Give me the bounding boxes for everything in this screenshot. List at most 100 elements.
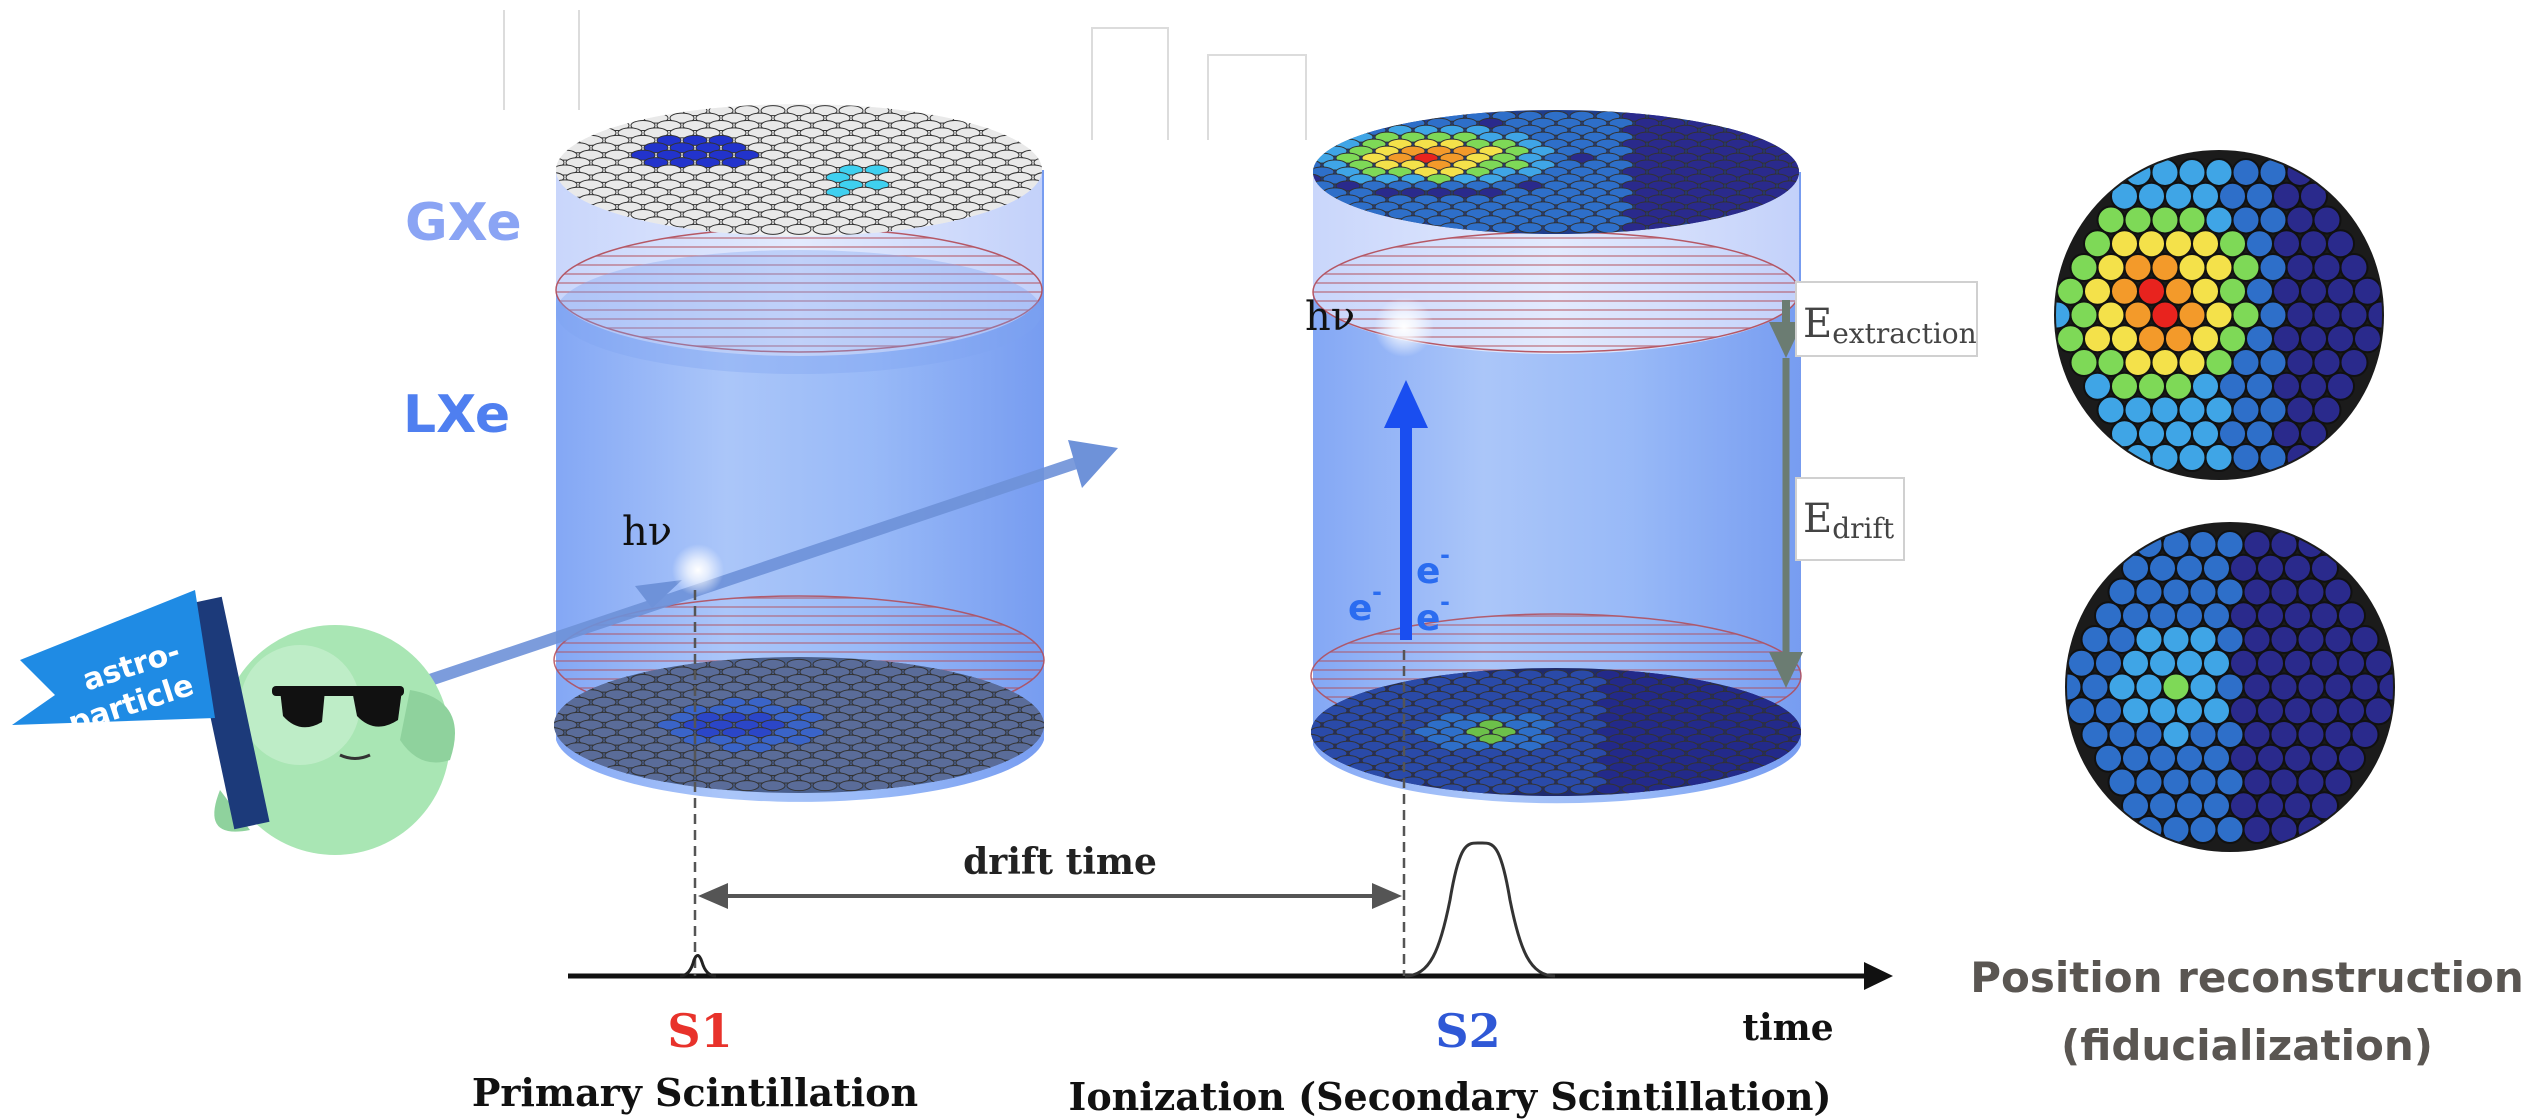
- pmt: [1556, 719, 1582, 731]
- pmt-hit: [2215, 529, 2245, 559]
- extraction-field-arrow: [1769, 300, 1803, 358]
- pmt: [1348, 747, 1374, 759]
- pmt-hit: [2310, 791, 2339, 821]
- pmt: [786, 689, 812, 701]
- pmt: [890, 179, 916, 191]
- pmt: [617, 186, 643, 198]
- pmt: [773, 727, 799, 739]
- pmt: [747, 772, 773, 784]
- pmt: [838, 134, 864, 146]
- pmt-hit: [2229, 696, 2258, 726]
- pmt: [1530, 690, 1556, 702]
- pmt: [1426, 676, 1452, 688]
- pmt-hit: [2258, 300, 2288, 330]
- pmt-hit: [2177, 252, 2207, 282]
- hitmap-s2-top-pmts: [2056, 157, 2382, 473]
- pmt: [1400, 719, 1426, 731]
- pmt: [864, 704, 890, 716]
- pmt: [630, 674, 656, 686]
- pmt: [554, 719, 578, 731]
- pmt: [851, 142, 877, 154]
- pmt: [643, 171, 669, 183]
- pmt: [1608, 776, 1634, 788]
- pmt: [1400, 705, 1426, 717]
- pmt: [1725, 740, 1751, 752]
- pmt: [1426, 733, 1452, 745]
- pmt-hit: [2218, 276, 2247, 306]
- pmt-hit: [2218, 229, 2247, 259]
- pmt: [669, 127, 695, 139]
- pmt-hit: [2094, 696, 2123, 726]
- pmt: [1621, 740, 1647, 752]
- pmt: [812, 194, 838, 206]
- pmt: [1725, 697, 1751, 709]
- pmt: [1647, 740, 1673, 752]
- pmt: [695, 727, 721, 739]
- pmt: [903, 666, 929, 678]
- pmt: [825, 201, 851, 213]
- pmt: [851, 201, 877, 213]
- pmt-hit: [2148, 743, 2177, 773]
- pmt-hit: [2096, 300, 2126, 330]
- pmt-hit: [2299, 324, 2328, 354]
- pmt: [877, 112, 903, 124]
- pmt: [838, 749, 864, 761]
- pmt: [890, 149, 916, 161]
- pmt: [851, 711, 877, 723]
- pmt: [1491, 726, 1517, 738]
- pmt: [1543, 783, 1569, 795]
- pmt: [643, 727, 669, 739]
- pmt: [1504, 776, 1530, 788]
- pmt-hit: [2164, 419, 2193, 449]
- pmt-hit: [2310, 601, 2339, 631]
- pmt: [773, 171, 799, 183]
- pmt: [838, 223, 864, 235]
- pmt-hit: [2323, 577, 2353, 607]
- pmt: [1439, 712, 1465, 724]
- pmt: [825, 127, 851, 139]
- pmt-hit: [2350, 720, 2380, 750]
- pmt: [1790, 733, 1801, 745]
- pmt: [916, 689, 942, 701]
- pmt-hit: [2272, 276, 2301, 306]
- pmt: [630, 704, 656, 716]
- pmt: [812, 764, 838, 776]
- pmt: [721, 127, 747, 139]
- pmt-hit: [2364, 648, 2393, 678]
- position-title-line2: (fiducialization): [2061, 1021, 2433, 1070]
- pmt: [1452, 676, 1478, 688]
- pmt: [1504, 733, 1530, 745]
- pmt: [1608, 690, 1634, 702]
- pmt-hit: [2215, 720, 2245, 750]
- pmt: [1387, 712, 1413, 724]
- pmt: [942, 134, 968, 146]
- pmt: [799, 127, 825, 139]
- pmt: [695, 742, 721, 754]
- pmt: [617, 681, 643, 693]
- pmt: [1712, 705, 1738, 717]
- pmt: [734, 749, 760, 761]
- pmt: [981, 742, 1007, 754]
- pmt: [591, 157, 617, 169]
- pmt: [1387, 683, 1413, 695]
- pmt: [1400, 733, 1426, 745]
- pmt-hit: [2245, 181, 2274, 211]
- pmt: [1478, 733, 1504, 745]
- pmt: [981, 711, 1007, 723]
- pmt-hit: [2080, 720, 2110, 750]
- pmt: [890, 749, 916, 761]
- pmt: [812, 208, 838, 220]
- pmt: [851, 666, 877, 678]
- pmt: [838, 658, 864, 670]
- pmt-hit: [2323, 767, 2353, 797]
- pmt: [1569, 740, 1595, 752]
- pmt-hit: [2269, 624, 2299, 654]
- pmt-hit: [2202, 553, 2231, 583]
- e-extraction-sub: extraction: [1832, 317, 1976, 350]
- pmt-hit: [2310, 696, 2339, 726]
- pmt: [617, 142, 643, 154]
- pmt: [1647, 683, 1673, 695]
- pmt: [1452, 762, 1478, 774]
- pmt-hit: [2215, 815, 2245, 845]
- pmt: [812, 780, 838, 792]
